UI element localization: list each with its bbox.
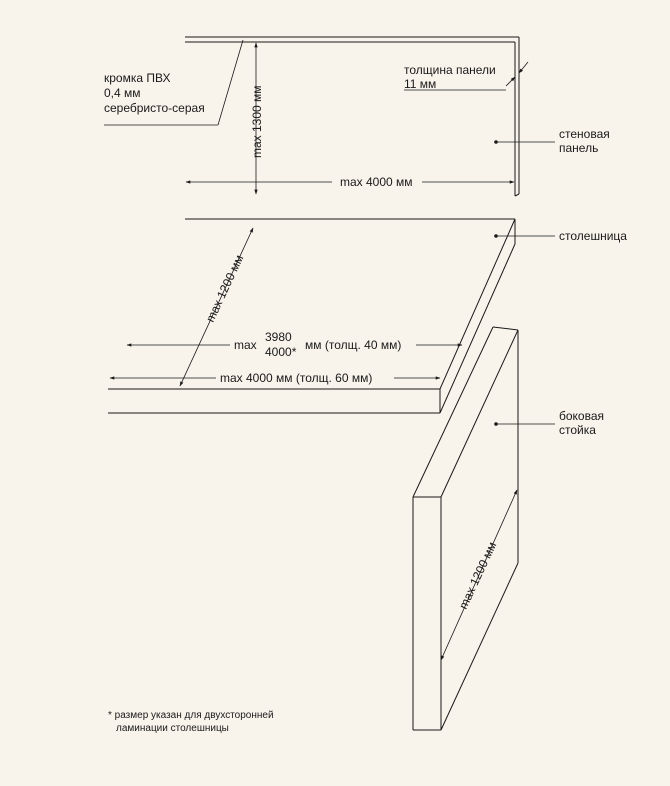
panel-thickness-callout: толщина панели 11 мм bbox=[404, 61, 529, 91]
wall-width-dimension: max 4000 мм bbox=[185, 174, 515, 189]
countertop bbox=[108, 218, 516, 414]
countertop-40-dimension: max 3980 4000* мм (толщ. 40 мм) bbox=[126, 327, 463, 359]
side-post-height-dimension: max 1200 мм bbox=[440, 489, 518, 661]
wall-height-dimension: max 1300 мм bbox=[250, 42, 264, 195]
countertop-40-prefix: max bbox=[234, 338, 257, 352]
countertop-depth-dimension: max 1200 мм bbox=[179, 227, 254, 387]
countertop-60-dimension: max 4000 мм (толщ. 60 мм) bbox=[109, 370, 441, 385]
edge-label-line3: серебристо-серая bbox=[104, 101, 205, 115]
side-post-height-label: max 1200 мм bbox=[456, 540, 499, 612]
edge-pvc-callout: кромка ПВХ 0,4 мм серебристо-серая bbox=[104, 39, 244, 126]
wall-panel-label-line1: стеновая bbox=[559, 127, 610, 141]
wall-panel-label-line2: панель bbox=[559, 141, 598, 155]
side-post-label-line2: стойка bbox=[559, 423, 596, 437]
panel-thickness-line2: 11 мм bbox=[404, 77, 436, 91]
wall-panel-callout: стеновая панель bbox=[494, 127, 610, 155]
countertop-40-val1: 3980 bbox=[265, 330, 292, 344]
wall-panel bbox=[185, 36, 520, 197]
footnote-line2: ламинации столешницы bbox=[116, 723, 229, 734]
countertop-callout: столешница bbox=[494, 229, 627, 243]
edge-label-line1: кромка ПВХ bbox=[104, 71, 170, 85]
footnote-line1: * размер указан для двухсторонней bbox=[108, 710, 274, 721]
edge-label-line2: 0,4 мм bbox=[104, 86, 141, 100]
countertop-depth-label: max 1200 мм bbox=[203, 253, 246, 325]
countertop-40-suffix: мм (толщ. 40 мм) bbox=[305, 338, 401, 352]
side-post-callout: боковая стойка bbox=[494, 409, 604, 437]
countertop-40-val2: 4000* bbox=[265, 345, 297, 359]
wall-height-label: max 1300 мм bbox=[250, 85, 264, 158]
panel-thickness-line1: толщина панели bbox=[404, 63, 496, 77]
footnote: * размер указан для двухсторонней ламина… bbox=[108, 710, 274, 734]
side-post bbox=[412, 326, 519, 731]
countertop-label: столешница bbox=[559, 229, 627, 243]
side-post-label-line1: боковая bbox=[559, 409, 604, 423]
wall-width-label: max 4000 мм bbox=[340, 175, 413, 189]
countertop-60-label: max 4000 мм (толщ. 60 мм) bbox=[220, 371, 372, 385]
